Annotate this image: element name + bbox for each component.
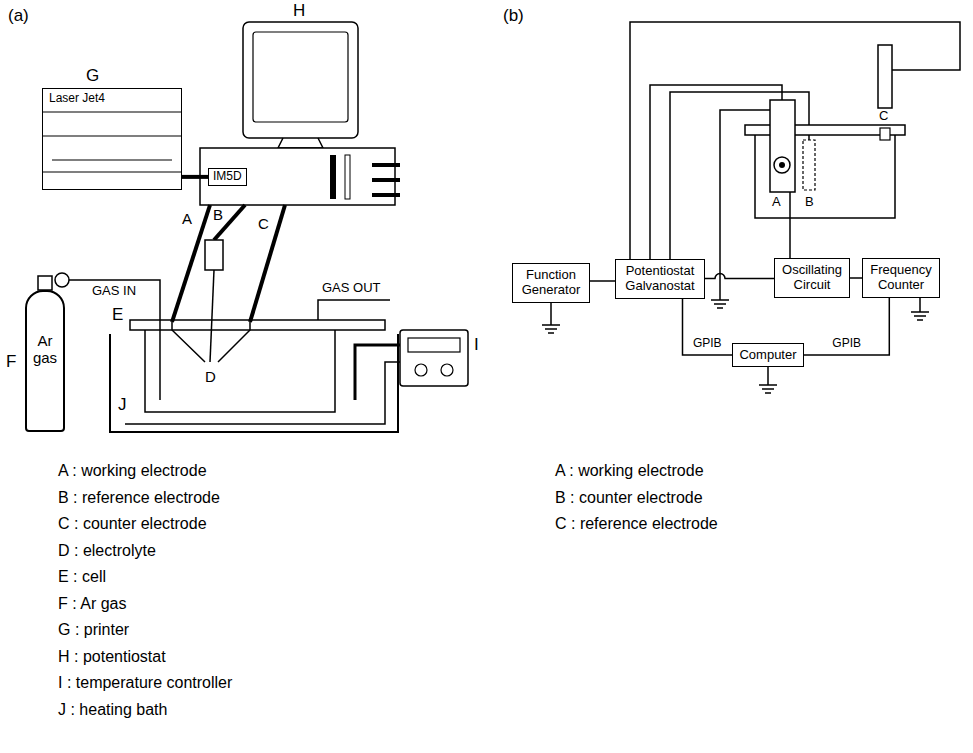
node-text: Function Generator [517,268,585,298]
reference-wire [630,22,960,275]
key-item: D : electrolyte [58,542,156,560]
pressure-gauge [55,273,69,287]
key-item: B : counter electrode [555,489,703,507]
cylinder-valve [38,276,52,290]
crystal-holder [770,100,795,192]
reference-electrode [878,45,892,108]
printer-cable [182,175,208,179]
callout-letter: I [474,335,479,355]
key-item: G : printer [58,621,129,639]
electrode-letter: A [772,195,781,210]
node-text: Potentiostat Galvanostat [620,264,700,294]
ground-symbol [711,300,729,308]
key-item: C : counter electrode [58,515,207,533]
gpib-cable [683,299,733,355]
callout-letter: D [205,368,216,385]
key-item: I : temperature controller [58,674,232,692]
node-text: Laser Jet4 [49,92,175,106]
panel-label: (b) [503,6,524,26]
cell-vessel [145,330,335,412]
key-item: A : working electrode [58,462,207,480]
callout-letter: E [112,305,123,325]
signal-wire [850,277,862,279]
node-text: IM5D [213,170,242,184]
electrode-cable [250,205,285,322]
bus-label: GPIB [693,337,722,351]
cable-letter: C [258,215,269,232]
key-item: B : reference electrode [58,489,220,507]
gas-label: GAS OUT [322,281,381,296]
gas-inlet-line [69,280,160,400]
callout-letter: G [86,66,99,86]
cable-letter: A [182,210,192,227]
counter-electrode [218,322,250,362]
gas-outlet-line [318,300,390,320]
computer-unit [200,148,395,205]
controller-display [408,338,460,352]
electrode-letter: C [879,109,888,124]
signal-wire [590,280,615,282]
node-text: Ar gas [29,332,61,367]
gas-label: GAS IN [92,284,136,299]
reference-electrode [210,270,214,362]
callout-letter: H [293,1,305,21]
monitor-stand [278,138,323,148]
instrument-box: Potentiostat Galvanostat [615,259,705,299]
printer-tray [42,112,182,172]
node-text: Frequency Counter [867,263,935,293]
working-electrode [172,322,205,362]
instrument-box: Computer [732,343,804,368]
controller-knob [415,364,427,376]
key-item: C : reference electrode [555,515,718,533]
gas-cylinder: Ar gas [25,290,65,432]
instrument-box: Function Generator [512,263,590,303]
controller-case [400,330,468,386]
temperature-probe [355,345,400,400]
bus-label: GPIB [832,337,861,351]
drive-slot [345,155,350,199]
instrument-box: Frequency Counter [862,258,940,298]
electrode-letter: B [805,195,814,210]
cell-lid [130,320,385,330]
signal-wire [705,274,774,279]
instrument-box: Oscillating Circuit [774,258,850,298]
callout-letter: J [118,395,127,415]
counter-electrode [803,140,815,190]
controller-knob [441,364,453,376]
heater-line [125,362,400,424]
key-item: F : Ar gas [58,595,126,613]
node-text: Oscillating Circuit [779,263,845,293]
reference-tip [880,128,890,140]
node-text: Computer [737,348,799,363]
printer-box: Laser Jet4 [42,88,182,190]
monitor-screen [253,32,348,122]
cable-connector [372,165,400,195]
key-item: H : potentiostat [58,648,166,666]
electrode-cable [214,205,245,240]
gpib-cable [804,298,889,355]
key-item: E : cell [58,568,106,586]
panel-label: (a) [8,6,29,26]
callout-letter: F [6,352,16,372]
drive-slot [330,155,336,199]
reference-electrode-body [205,240,223,270]
key-item: A : working electrode [555,462,704,480]
software-box: IM5D [208,168,247,186]
cable-letter: B [213,206,223,223]
counter-wire [670,92,809,275]
quartz-electrode [779,162,785,168]
ground-wire [720,110,770,300]
quartz-crystal [774,157,790,173]
key-item: J : heating bath [58,701,167,719]
monitor-case [243,22,358,138]
